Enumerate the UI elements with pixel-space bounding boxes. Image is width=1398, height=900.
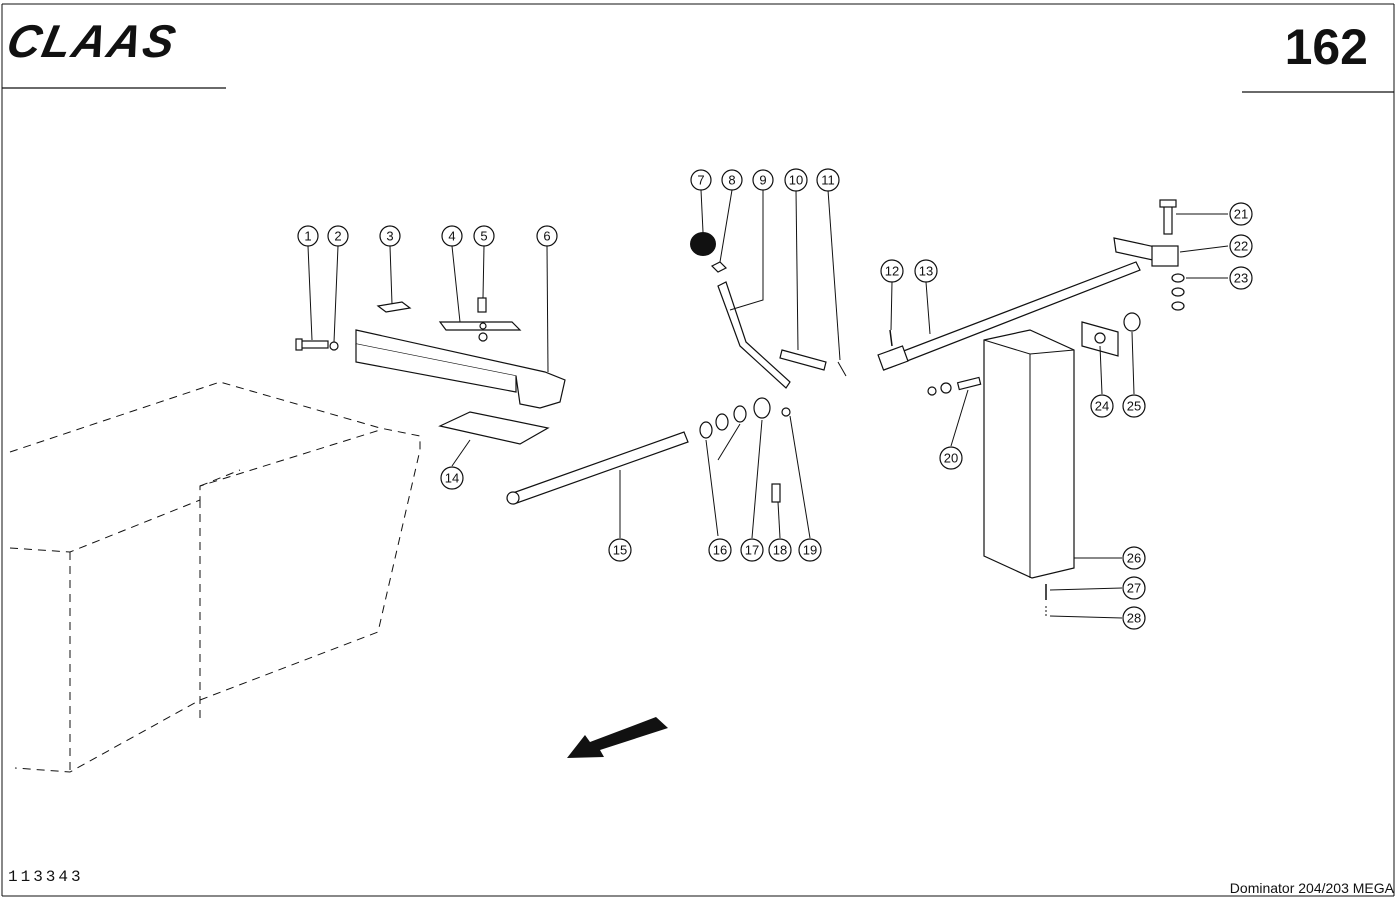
part-lever-9 bbox=[717, 281, 791, 389]
leader-lines bbox=[307, 189, 1229, 619]
svg-text:6: 6 bbox=[543, 229, 550, 244]
part-washer-23 bbox=[1171, 273, 1185, 311]
part-plate-24 bbox=[1081, 321, 1119, 357]
svg-text:22: 22 bbox=[1234, 239, 1248, 254]
svg-text:24: 24 bbox=[1095, 399, 1109, 414]
part-pad-3 bbox=[376, 301, 412, 313]
part-shaft-15 bbox=[506, 431, 689, 505]
callout-4: 4 bbox=[441, 225, 463, 247]
callout-12: 12 bbox=[880, 259, 904, 283]
svg-text:8: 8 bbox=[728, 173, 735, 188]
part-bracket-22 bbox=[1113, 237, 1179, 267]
callout-27: 27 bbox=[1122, 576, 1146, 600]
callout-10: 10 bbox=[784, 168, 808, 192]
callout-6: 6 bbox=[536, 225, 558, 247]
part-knob-7 bbox=[690, 232, 716, 256]
svg-text:4: 4 bbox=[448, 229, 455, 244]
svg-text:7: 7 bbox=[697, 173, 704, 188]
callout-25: 25 bbox=[1122, 394, 1146, 418]
direction-arrow bbox=[567, 717, 668, 758]
svg-text:3: 3 bbox=[386, 229, 393, 244]
svg-text:23: 23 bbox=[1234, 271, 1248, 286]
part-bolt-21 bbox=[1159, 199, 1177, 235]
callout-2: 2 bbox=[327, 225, 349, 247]
callout-28: 28 bbox=[1122, 606, 1146, 630]
svg-text:9: 9 bbox=[759, 173, 766, 188]
part-screw-5 bbox=[477, 297, 488, 342]
callout-3: 3 bbox=[379, 225, 401, 247]
svg-text:28: 28 bbox=[1127, 611, 1141, 626]
part-hook-11 bbox=[837, 361, 847, 377]
svg-text:5: 5 bbox=[480, 229, 487, 244]
part-shaft-13 bbox=[877, 261, 1141, 371]
part-bushing-25 bbox=[1123, 312, 1141, 332]
part-housing-26 bbox=[983, 329, 1075, 579]
svg-text:25: 25 bbox=[1127, 399, 1141, 414]
callout-22: 22 bbox=[1229, 234, 1253, 258]
page-number: 162 bbox=[1284, 19, 1368, 75]
callout-7: 7 bbox=[690, 169, 712, 191]
svg-text:11: 11 bbox=[821, 173, 835, 188]
page-border bbox=[1, 3, 1395, 897]
svg-text:16: 16 bbox=[713, 543, 727, 558]
callout-8: 8 bbox=[721, 169, 743, 191]
callout-5: 5 bbox=[473, 225, 495, 247]
part-bracket-6 bbox=[355, 329, 566, 409]
part-nut-8 bbox=[710, 261, 728, 273]
svg-text:12: 12 bbox=[885, 264, 899, 279]
svg-text:1: 1 bbox=[304, 229, 311, 244]
callout-19: 19 bbox=[798, 538, 822, 562]
callout-17: 17 bbox=[740, 538, 764, 562]
callout-18: 18 bbox=[768, 538, 792, 562]
callout-11: 11 bbox=[816, 168, 840, 192]
svg-text:20: 20 bbox=[944, 451, 958, 466]
svg-text:19: 19 bbox=[803, 543, 817, 558]
svg-text:21: 21 bbox=[1234, 207, 1248, 222]
callout-26: 26 bbox=[1122, 546, 1146, 570]
callout-24: 24 bbox=[1090, 394, 1114, 418]
svg-text:10: 10 bbox=[789, 173, 803, 188]
drawing-number: 113343 bbox=[8, 868, 84, 886]
machine-body-outline bbox=[9, 381, 421, 773]
callout-13: 13 bbox=[914, 259, 938, 283]
part-washers-16 bbox=[699, 405, 747, 439]
svg-text:14: 14 bbox=[445, 471, 459, 486]
callout-20: 20 bbox=[939, 446, 963, 470]
svg-text:13: 13 bbox=[919, 264, 933, 279]
model-label: Dominator 204/203 MEGA bbox=[1229, 880, 1394, 896]
part-washer-2 bbox=[329, 341, 339, 351]
callout-14: 14 bbox=[440, 466, 464, 490]
callout-23: 23 bbox=[1229, 266, 1253, 290]
part-pin-12 bbox=[889, 329, 893, 347]
svg-text:15: 15 bbox=[613, 543, 627, 558]
part-nut-17 bbox=[753, 397, 771, 419]
callout-16: 16 bbox=[708, 538, 732, 562]
callout-21: 21 bbox=[1229, 202, 1253, 226]
part-screw-19 bbox=[781, 407, 791, 417]
svg-text:17: 17 bbox=[745, 543, 759, 558]
svg-text:18: 18 bbox=[773, 543, 787, 558]
part-plate-14 bbox=[438, 411, 550, 445]
part-bolt-20 bbox=[927, 376, 982, 396]
part-bolt-1 bbox=[295, 338, 329, 351]
callout-15: 15 bbox=[608, 538, 632, 562]
callout-9: 9 bbox=[752, 169, 774, 191]
svg-text:26: 26 bbox=[1127, 551, 1141, 566]
svg-text:2: 2 bbox=[334, 229, 341, 244]
svg-text:27: 27 bbox=[1127, 581, 1141, 596]
part-bolt-18 bbox=[771, 483, 781, 503]
part-spring-10 bbox=[779, 349, 827, 371]
callout-1: 1 bbox=[297, 225, 319, 247]
